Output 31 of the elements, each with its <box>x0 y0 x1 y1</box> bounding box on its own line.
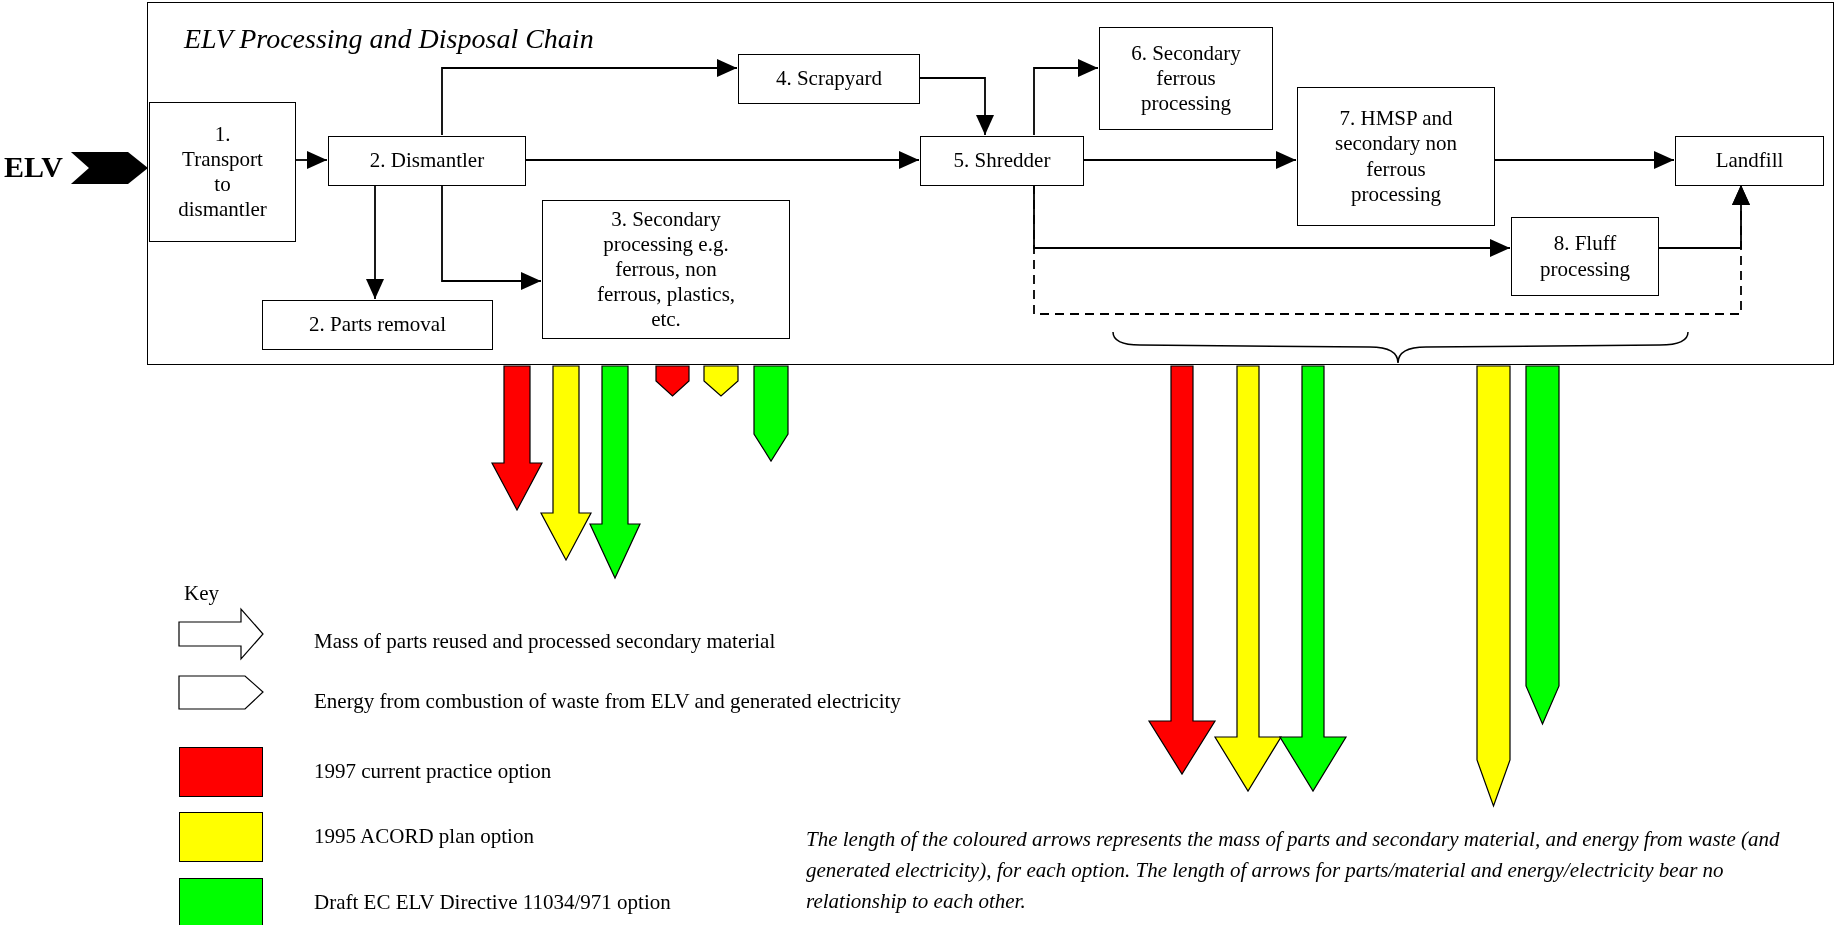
process-box: 6. Secondary ferrous processing <box>1099 27 1273 130</box>
arrow <box>294 151 328 169</box>
legend-label: Energy from combustion of waste from ELV and generated electricity <box>314 689 901 714</box>
arrow <box>366 184 384 300</box>
legend-label: 1997 current practice option <box>314 759 552 784</box>
legend-label: Draft EC ELV Directive 11034/971 option <box>314 890 671 915</box>
process-box: 1. Transport to dismantler <box>149 102 296 242</box>
arrow <box>918 77 994 136</box>
input-label: ELV <box>4 150 63 184</box>
arrow <box>524 151 920 169</box>
arrow <box>1493 151 1675 169</box>
note-text: The length of the coloured arrows represents the mass of parts and secondary material, and energy from waste (and generated electricity), for each option. The length of arrows for parts/material and energy/electricity bear no relationship to each other. <box>806 826 1781 915</box>
arrow <box>1082 151 1297 169</box>
process-box: 7. HMSP and secondary non ferrous processing <box>1297 87 1495 226</box>
process-box: 8. Fluff processing <box>1511 217 1659 296</box>
process-box: 5. Shredder <box>920 136 1084 186</box>
process-box: Landfill <box>1675 136 1824 186</box>
key-heading: Key <box>184 580 219 607</box>
process-box: 3. Secondary processing e.g. ferrous, non ferrous, plastics, etc. <box>542 200 790 339</box>
dashed-arrow <box>1033 184 1750 315</box>
process-box: 4. Scrapyard <box>738 54 920 104</box>
legend-label: Mass of parts reused and processed secondary material <box>314 629 776 654</box>
frame-title: ELV Processing and Disposal Chain <box>184 23 594 55</box>
chain-frame <box>147 2 1834 365</box>
process-box: 2. Parts removal <box>262 300 493 350</box>
arrow <box>441 184 542 290</box>
legend-label: 1995 ACORD plan option <box>314 824 534 849</box>
arrow <box>1033 59 1099 136</box>
arrow <box>441 59 738 136</box>
chevron-arrow <box>70 152 148 184</box>
process-box: 2. Dismantler <box>328 136 526 186</box>
